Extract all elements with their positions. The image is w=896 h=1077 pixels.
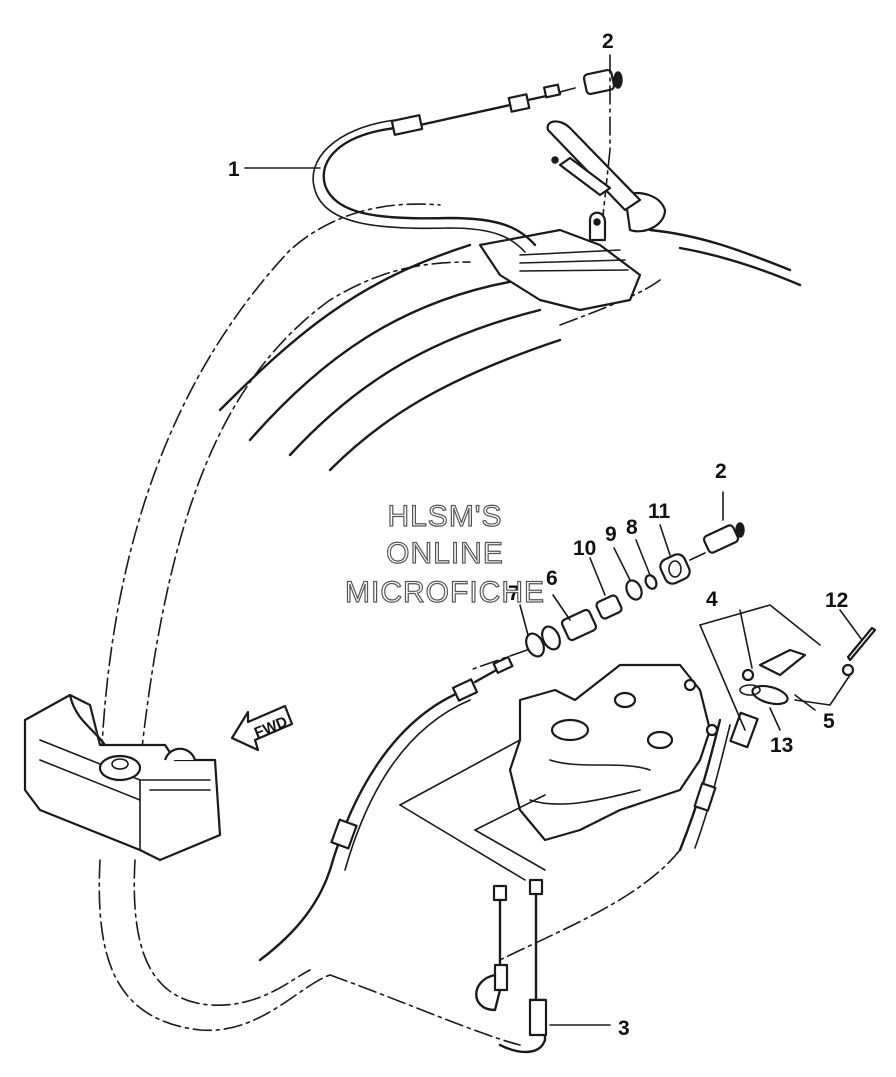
callout-3: 3 [618,1017,630,1040]
callout-8: 8 [626,516,638,539]
callout-1: 1 [228,158,240,181]
remote-control-box [23,693,222,862]
callout-11: 11 [648,500,671,523]
callout-5: 5 [823,710,835,733]
callout-2-mid: 2 [715,460,727,483]
callout-10: 10 [573,537,596,560]
watermark: HLSM'S ONLINE MICROFICHE [344,499,545,609]
part-2-top-joint [582,68,623,96]
leaders-top [244,54,611,226]
fwd-direction-arrow: FWD [230,704,294,752]
lower-cable [258,655,759,962]
callout-labels: 1 2 2 3 4 5 6 7 8 9 10 11 12 13 [228,30,848,1040]
hose-lines [399,739,548,1054]
callout-12: 12 [825,589,848,612]
watermark-line-1: HLSM'S [387,500,502,533]
cable-1 [312,83,576,253]
hull-outline [98,203,802,1046]
callout-9: 9 [605,523,617,546]
right-parts [699,604,877,731]
watermark-line-2: ONLINE [386,537,504,570]
callout-6: 6 [546,567,558,590]
callout-leaders [519,491,863,1026]
callout-4: 4 [706,588,718,611]
watermark-line-3: MICROFICHE [345,576,545,609]
helm-connector [551,156,612,242]
callout-7: 7 [508,582,520,605]
helm-bracket [478,120,667,312]
callout-2-top: 2 [602,30,614,53]
callout-13: 13 [770,734,793,757]
engine-block [508,663,719,842]
exploded-parts [469,522,745,671]
